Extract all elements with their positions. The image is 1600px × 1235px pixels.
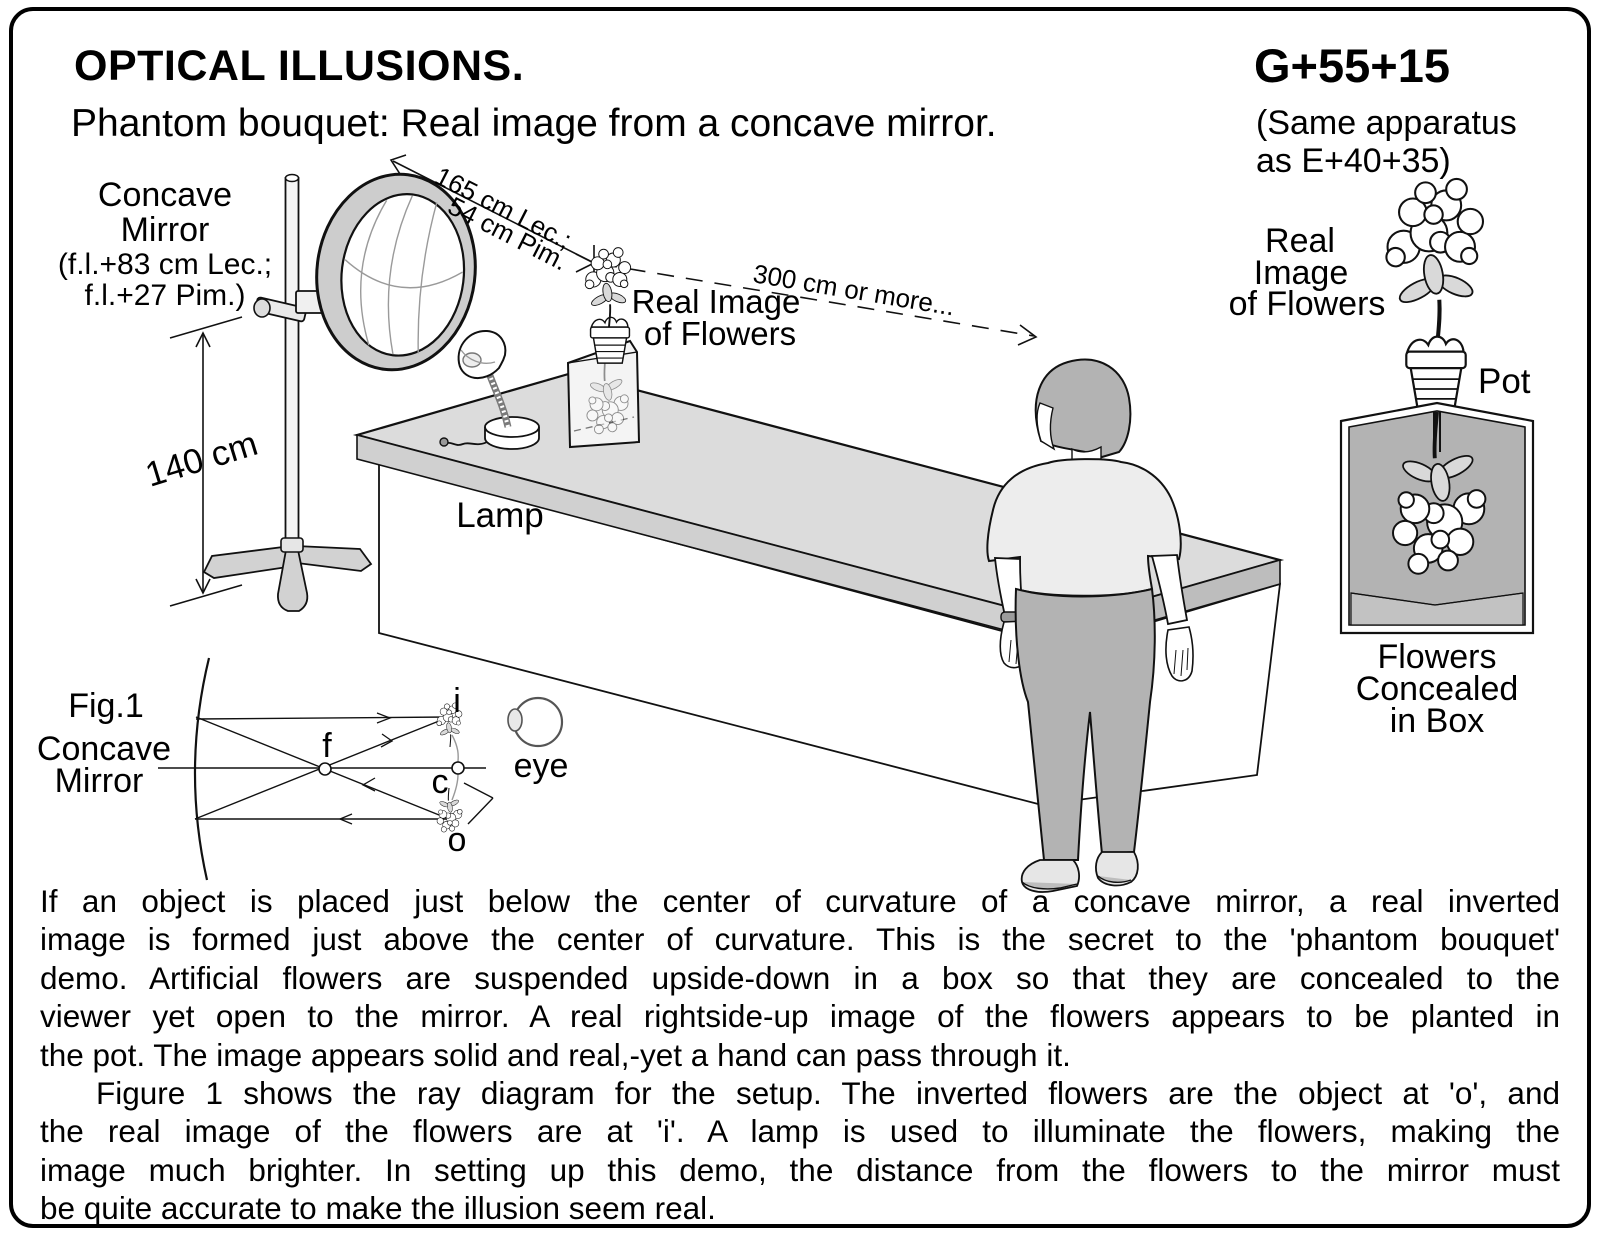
fig1-image-label: i (453, 682, 461, 720)
phantom-bouquet-image (584, 246, 632, 328)
viewer-person (986, 358, 1194, 893)
height-dimension-label: 140 cm (141, 424, 262, 495)
real-image-label-line1: Real Image (632, 283, 801, 320)
fig1-mirror-line1: Concave (37, 730, 171, 768)
fig1-center-point-marker (451, 761, 465, 775)
paragraph1-line: image is formed just above the center of… (40, 921, 1560, 958)
paragraph2-line: Figure 1 shows the ray diagram for the s… (96, 1075, 1560, 1112)
fig1-caption: Fig.1 (68, 687, 144, 725)
concave-mirror (315, 172, 477, 372)
real-image-label: Real Image of Flowers (632, 283, 801, 352)
fig1-focal-label: f (322, 727, 332, 765)
paragraph1-line: the pot. The image appears solid and rea… (40, 1036, 1071, 1073)
person-right-arm (1150, 554, 1189, 626)
fig1-ray-diagram (158, 657, 564, 881)
apparatus-note: (Same apparatus as E+40+35) (1256, 104, 1517, 180)
concealed-label: Flowers Concealed in Box (1356, 638, 1519, 740)
pot-label: Pot (1478, 362, 1531, 401)
fig1-mirror-line2: Mirror (55, 762, 144, 800)
paragraph2-line: image much brighter. In setting up this … (40, 1151, 1560, 1188)
person-right-hand (1165, 626, 1194, 682)
fig1-view-wedge (463, 782, 494, 825)
fig1-ray-arrows (338, 712, 394, 825)
fig1-mirror-arc (193, 657, 211, 881)
concealed-line1: Flowers (1377, 638, 1496, 676)
detail-bouquet (1386, 179, 1483, 348)
paragraph2-line: be quite accurate to make the illusion s… (40, 1190, 716, 1227)
tripod-leg-front (277, 549, 309, 612)
detail-real-image-label: Real Image of Flowers (1229, 222, 1386, 323)
description-text: If an object is placed just below the ce… (40, 882, 1560, 1228)
tripod-leg-right (295, 545, 373, 572)
lamp (439, 329, 540, 450)
detail-real-image-line1: Real (1265, 222, 1335, 260)
concealment-box (566, 246, 641, 449)
fig1-center-label: c (432, 763, 449, 801)
apparatus-note-line1: (Same apparatus (1256, 104, 1517, 142)
person-face (1036, 402, 1056, 451)
paragraph2-line: the real image of the flowers are at 'i'… (40, 1113, 1560, 1150)
catalog-code: G+55+15 (1254, 39, 1451, 92)
page-title: OPTICAL ILLUSIONS. (74, 42, 525, 90)
mirror-label-line1: Concave (98, 176, 232, 214)
paragraph1-line: demo. Artificial flowers are suspended u… (40, 959, 1560, 996)
detail-real-image-line3: of Flowers (1229, 285, 1386, 323)
person-pants (1014, 587, 1156, 861)
real-image-label-line2: of Flowers (644, 315, 796, 352)
fig1-focal-point-marker (318, 762, 332, 776)
paragraph1-line: viewer yet open to the mirror. A real ri… (40, 998, 1560, 1035)
mirror-stand (202, 173, 373, 612)
demo-subtitle: Phantom bouquet: Real image from a conca… (71, 102, 997, 145)
paragraph1-line: If an object is placed just below the ce… (40, 883, 1560, 919)
apparatus-note-line2: as E+40+35) (1256, 142, 1451, 180)
detail-real-image-line2: Image (1254, 254, 1349, 292)
lamp-label: Lamp (456, 496, 544, 535)
viewing-distance-dimension (599, 263, 1038, 346)
height-dimension (169, 316, 243, 607)
mirror-label: Concave Mirror (f.l.+83 cm Lec.; f.l.+27… (58, 176, 272, 312)
concealed-line3: in Box (1390, 702, 1485, 740)
fig1-eye-label: eye (514, 747, 569, 785)
concealed-line2: Concealed (1356, 670, 1519, 708)
mirror-label-line4: f.l.+27 Pim.) (85, 279, 246, 312)
mirror-label-line3: (f.l.+83 cm Lec.; (58, 248, 272, 281)
mirror-label-line2: Mirror (121, 211, 210, 249)
detail-pot (1405, 335, 1467, 408)
detail-apparatus (1339, 179, 1535, 635)
fig1-object-label: o (448, 821, 467, 859)
